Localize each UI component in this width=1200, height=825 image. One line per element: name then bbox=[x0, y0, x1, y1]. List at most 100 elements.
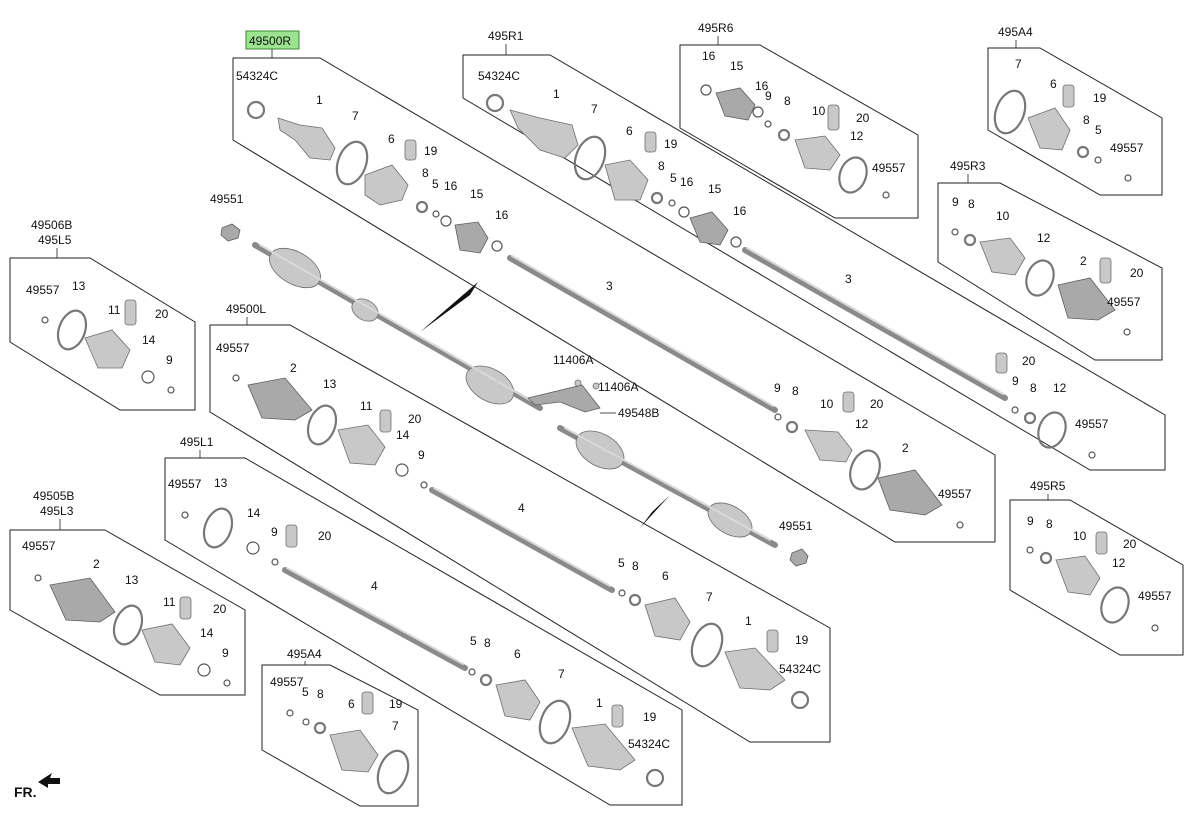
part-label-49548B[interactable]: 49548B bbox=[618, 406, 659, 420]
part-label-9[interactable]: 9 bbox=[765, 89, 772, 103]
group-label-49506B[interactable]: 49506B bbox=[31, 218, 72, 232]
part-label-10[interactable]: 10 bbox=[1073, 529, 1087, 543]
part-label-11[interactable]: 11 bbox=[360, 399, 373, 413]
part-label-19[interactable]: 19 bbox=[389, 697, 403, 711]
part-label-8[interactable]: 8 bbox=[1030, 381, 1037, 395]
part-label-11406A[interactable]: 11406A bbox=[598, 380, 638, 394]
group-label-49505B[interactable]: 49505B bbox=[33, 489, 74, 503]
group-label-495L3[interactable]: 495L3 bbox=[40, 504, 74, 518]
part-label-7[interactable]: 7 bbox=[558, 667, 565, 681]
part-label-13[interactable]: 13 bbox=[72, 279, 86, 293]
part-label-6[interactable]: 6 bbox=[626, 124, 633, 138]
part-label-14[interactable]: 14 bbox=[396, 428, 410, 442]
part-label-20[interactable]: 20 bbox=[1022, 354, 1036, 368]
part-label-8[interactable]: 8 bbox=[484, 636, 491, 650]
part-label-10[interactable]: 10 bbox=[996, 209, 1010, 223]
part-label-19[interactable]: 19 bbox=[1093, 91, 1107, 105]
part-label-49557[interactable]: 49557 bbox=[938, 487, 972, 501]
part-label-49557[interactable]: 49557 bbox=[1075, 417, 1109, 431]
part-label-19[interactable]: 19 bbox=[424, 144, 438, 158]
part-label-13[interactable]: 13 bbox=[214, 476, 228, 490]
part-label-20[interactable]: 20 bbox=[408, 412, 422, 426]
part-label-6[interactable]: 6 bbox=[514, 647, 521, 661]
part-label-12[interactable]: 12 bbox=[1112, 556, 1126, 570]
part-label-7[interactable]: 7 bbox=[706, 590, 713, 604]
part-label-11[interactable]: 11 bbox=[163, 595, 176, 609]
part-label-8[interactable]: 8 bbox=[1046, 517, 1053, 531]
part-label-49557[interactable]: 49557 bbox=[26, 283, 60, 297]
part-label-15[interactable]: 15 bbox=[708, 182, 722, 196]
group-label-495L1[interactable]: 495L1 bbox=[180, 435, 214, 449]
part-label-9[interactable]: 9 bbox=[1027, 514, 1034, 528]
group-label-495R5[interactable]: 495R5 bbox=[1030, 479, 1066, 493]
part-label-54324C[interactable]: 54324C bbox=[478, 69, 520, 83]
part-label-20[interactable]: 20 bbox=[318, 529, 332, 543]
part-label-9[interactable]: 9 bbox=[418, 448, 425, 462]
part-label-5[interactable]: 5 bbox=[670, 171, 677, 185]
group-label-495L5[interactable]: 495L5 bbox=[38, 233, 72, 247]
part-label-9[interactable]: 9 bbox=[952, 195, 959, 209]
part-label-49551[interactable]: 49551 bbox=[779, 519, 813, 533]
part-label-20[interactable]: 20 bbox=[1123, 537, 1137, 551]
part-label-16[interactable]: 16 bbox=[444, 179, 458, 193]
part-label-13[interactable]: 13 bbox=[323, 377, 337, 391]
part-label-5[interactable]: 5 bbox=[432, 177, 439, 191]
part-label-49557[interactable]: 49557 bbox=[270, 675, 304, 689]
part-label-16[interactable]: 16 bbox=[755, 79, 769, 93]
part-label-49551[interactable]: 49551 bbox=[210, 192, 244, 206]
part-label-6[interactable]: 6 bbox=[348, 697, 355, 711]
part-label-9[interactable]: 9 bbox=[166, 353, 173, 367]
part-label-7[interactable]: 7 bbox=[352, 109, 359, 123]
part-label-49557[interactable]: 49557 bbox=[1138, 589, 1172, 603]
part-label-19[interactable]: 19 bbox=[795, 633, 809, 647]
part-label-3[interactable]: 3 bbox=[606, 279, 613, 293]
part-label-20[interactable]: 20 bbox=[155, 307, 169, 321]
part-label-8[interactable]: 8 bbox=[317, 687, 324, 701]
part-label-16[interactable]: 16 bbox=[680, 175, 694, 189]
part-label-1[interactable]: 1 bbox=[553, 87, 560, 101]
part-label-49557[interactable]: 49557 bbox=[1110, 141, 1144, 155]
group-label-495R1[interactable]: 495R1 bbox=[488, 29, 524, 43]
part-label-8[interactable]: 8 bbox=[784, 94, 791, 108]
part-label-14[interactable]: 14 bbox=[142, 333, 156, 347]
part-label-16[interactable]: 16 bbox=[702, 49, 716, 63]
part-label-20[interactable]: 20 bbox=[213, 602, 227, 616]
group-label-49500R[interactable]: 49500R bbox=[249, 34, 291, 48]
part-label-5[interactable]: 5 bbox=[618, 556, 625, 570]
part-label-12[interactable]: 12 bbox=[1053, 381, 1067, 395]
part-label-6[interactable]: 6 bbox=[1050, 77, 1057, 91]
part-label-13[interactable]: 13 bbox=[125, 573, 139, 587]
part-label-2[interactable]: 2 bbox=[290, 361, 297, 375]
group-label-495R6[interactable]: 495R6 bbox=[698, 21, 734, 35]
part-label-9[interactable]: 9 bbox=[271, 525, 278, 539]
group-label-495R3[interactable]: 495R3 bbox=[950, 159, 986, 173]
part-label-16[interactable]: 16 bbox=[495, 208, 509, 222]
part-label-19[interactable]: 19 bbox=[643, 710, 657, 724]
part-label-8[interactable]: 8 bbox=[968, 197, 975, 211]
part-label-8[interactable]: 8 bbox=[1083, 113, 1090, 127]
part-label-3[interactable]: 3 bbox=[845, 272, 852, 286]
part-label-49557[interactable]: 49557 bbox=[168, 477, 202, 491]
group-label-49500L[interactable]: 49500L bbox=[226, 302, 266, 316]
part-label-6[interactable]: 6 bbox=[388, 132, 395, 146]
part-label-54324C[interactable]: 54324C bbox=[236, 69, 278, 83]
part-label-15[interactable]: 15 bbox=[730, 59, 744, 73]
part-label-8[interactable]: 8 bbox=[658, 159, 665, 173]
part-label-2[interactable]: 2 bbox=[902, 441, 909, 455]
part-label-49557[interactable]: 49557 bbox=[872, 161, 906, 175]
part-label-7[interactable]: 7 bbox=[392, 719, 399, 733]
group-label-495A4-bottom[interactable]: 495A4 bbox=[287, 647, 322, 661]
part-label-20[interactable]: 20 bbox=[870, 397, 884, 411]
part-label-1[interactable]: 1 bbox=[596, 696, 603, 710]
part-label-6[interactable]: 6 bbox=[662, 569, 669, 583]
part-label-8[interactable]: 8 bbox=[422, 166, 429, 180]
part-label-5[interactable]: 5 bbox=[1095, 123, 1102, 137]
part-label-7[interactable]: 7 bbox=[1015, 57, 1022, 71]
part-label-8[interactable]: 8 bbox=[632, 559, 639, 573]
part-label-20[interactable]: 20 bbox=[856, 111, 870, 125]
part-label-11406A[interactable]: 11406A bbox=[553, 353, 593, 367]
part-label-10[interactable]: 10 bbox=[812, 104, 826, 118]
part-label-12[interactable]: 12 bbox=[855, 417, 869, 431]
part-label-20[interactable]: 20 bbox=[1130, 266, 1144, 280]
part-label-54324C[interactable]: 54324C bbox=[628, 737, 670, 751]
